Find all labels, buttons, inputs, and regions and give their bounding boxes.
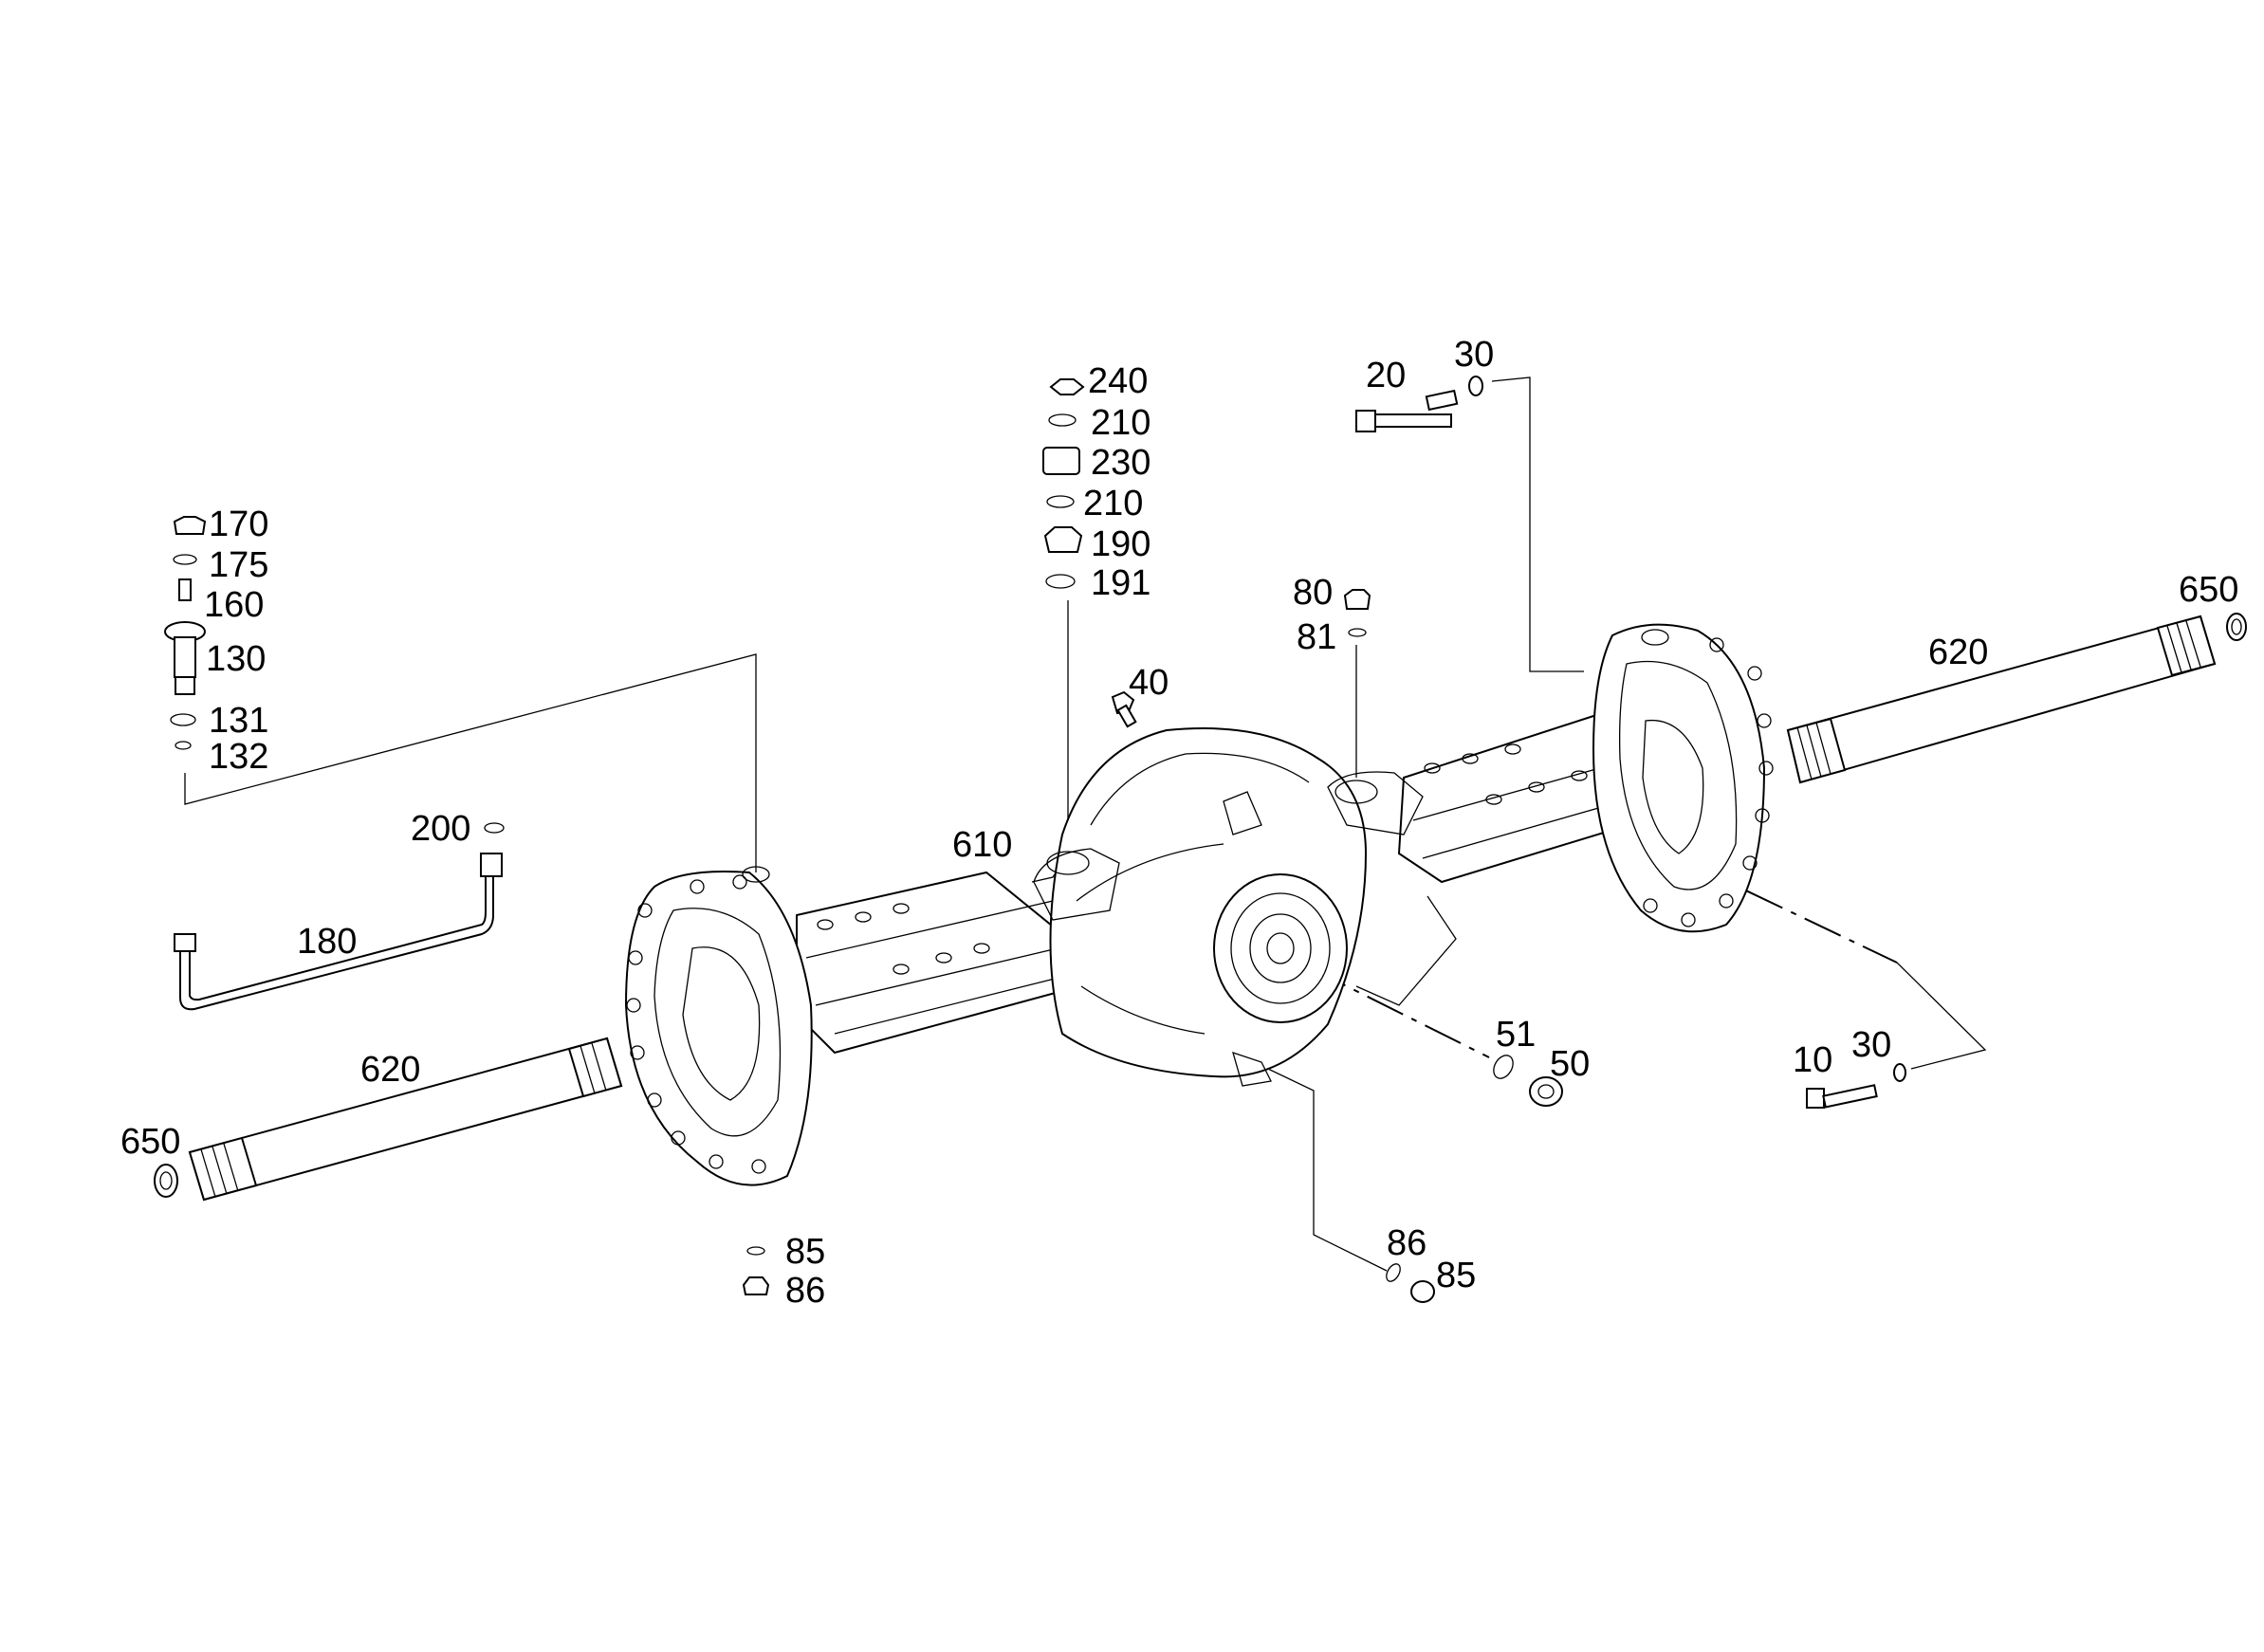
callout-30-bottom: 30 — [1851, 1025, 1891, 1065]
callout-86-right: 86 — [1387, 1223, 1427, 1263]
callout-labels: 240 210 230 210 190 191 20 30 650 620 17… — [120, 335, 2238, 1311]
callout-131: 131 — [209, 701, 268, 741]
part-20-bolt — [1355, 389, 1459, 432]
right-beam-bolt-holes — [1424, 743, 1588, 805]
part-30-washer-top — [1468, 376, 1483, 396]
part-240-nut — [1049, 378, 1085, 395]
callout-175: 175 — [209, 545, 268, 585]
ring-650-left — [154, 1164, 178, 1198]
part-191-ring — [1045, 574, 1076, 589]
callout-20: 20 — [1366, 356, 1406, 395]
part-40-bolt — [1111, 690, 1137, 728]
leader-10-30 — [1896, 962, 1987, 1070]
callout-620-right: 620 — [1928, 633, 1988, 672]
callout-130: 130 — [206, 639, 266, 679]
part-160-valve — [178, 578, 192, 601]
part-131-ring — [170, 713, 196, 726]
right-boss — [1334, 780, 1378, 804]
callout-200: 200 — [411, 809, 470, 849]
part-30-washer-bottom — [1893, 1063, 1906, 1082]
callout-160: 160 — [204, 585, 264, 625]
leader-610-right — [1355, 895, 1457, 1006]
part-180-pipe — [174, 853, 503, 1011]
left-beam-bolt-holes — [817, 903, 990, 975]
centerline-pinion — [1251, 938, 1490, 1058]
callout-210-b: 210 — [1083, 484, 1143, 523]
part-130-banjo — [164, 621, 206, 695]
callout-190: 190 — [1091, 524, 1150, 564]
part-210-washer-b — [1046, 495, 1075, 508]
callout-40: 40 — [1129, 663, 1169, 703]
callout-191: 191 — [1091, 563, 1150, 603]
ring-650-right — [2226, 613, 2247, 641]
leader-130-group — [184, 653, 757, 872]
callout-620-left: 620 — [360, 1050, 420, 1090]
right-hub-flange — [1592, 623, 1774, 933]
callout-650-right: 650 — [2179, 570, 2238, 610]
callout-86-left: 86 — [785, 1271, 825, 1311]
callout-650-left: 650 — [120, 1122, 180, 1162]
part-86-ring-right — [1386, 1263, 1401, 1282]
left-beam — [796, 871, 1063, 1055]
callout-85-left: 85 — [785, 1232, 825, 1272]
callout-30-top: 30 — [1454, 335, 1494, 375]
part-175-ring — [173, 554, 197, 565]
left-hub-flange — [624, 866, 813, 1186]
leader-30-top — [1491, 376, 1584, 672]
part-85-ring-left — [746, 1246, 765, 1256]
callout-10: 10 — [1793, 1040, 1832, 1080]
axle-housing — [154, 613, 2247, 1198]
callout-170: 170 — [209, 505, 268, 544]
part-51-ring — [1493, 1055, 1514, 1079]
pinion-flange — [1213, 873, 1348, 1023]
part-230-block — [1042, 447, 1080, 475]
callout-132: 132 — [209, 737, 268, 777]
callout-51: 51 — [1496, 1015, 1536, 1055]
callout-180: 180 — [297, 922, 357, 962]
callout-240: 240 — [1088, 361, 1148, 401]
callout-210-a: 210 — [1091, 403, 1150, 443]
part-170-plug — [173, 516, 207, 535]
callout-85-right: 85 — [1436, 1256, 1476, 1295]
part-132-ring — [175, 741, 192, 750]
leader-86-right — [1249, 1059, 1388, 1272]
right-axle-shaft-620 — [1786, 615, 2217, 784]
callout-80: 80 — [1293, 573, 1333, 613]
part-81-ring — [1348, 628, 1367, 637]
part-210-washer-a — [1048, 413, 1077, 427]
part-80-plug — [1343, 589, 1371, 610]
left-axle-shaft-620 — [188, 1037, 623, 1202]
part-86-plug-left — [742, 1276, 770, 1295]
callout-50: 50 — [1550, 1044, 1590, 1084]
part-10-bolt — [1806, 1084, 1878, 1109]
part-85-plug-right — [1410, 1280, 1435, 1303]
part-190-bushing — [1043, 526, 1083, 553]
callout-81: 81 — [1297, 617, 1336, 657]
part-50-nut — [1529, 1076, 1563, 1107]
callout-610: 610 — [952, 825, 1012, 865]
leader-lines — [184, 376, 1987, 1272]
small-parts — [164, 376, 1906, 1303]
callout-230: 230 — [1091, 443, 1150, 483]
differential-housing — [1033, 727, 1424, 1087]
part-200-ring — [484, 822, 505, 834]
